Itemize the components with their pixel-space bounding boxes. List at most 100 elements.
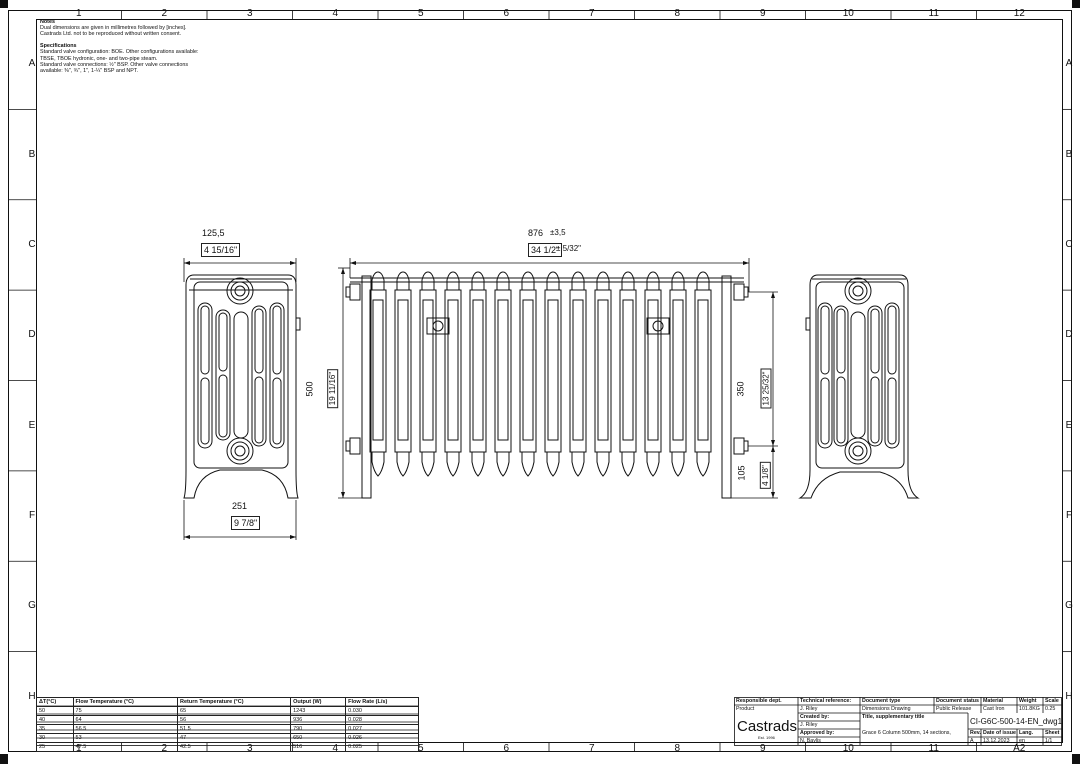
table-cell: 35 bbox=[36, 724, 74, 734]
ruler-column-label: 7 bbox=[588, 743, 595, 754]
tb-label: Technical reference: bbox=[800, 698, 852, 704]
notes-line: Dual dimensions are given in millimetres… bbox=[40, 25, 187, 32]
ruler-column-label: 6 bbox=[503, 743, 510, 754]
table-cell: 47.5 bbox=[72, 742, 179, 752]
dim-height: 500 bbox=[304, 381, 315, 397]
dim-height-in: 19 11/16" bbox=[327, 368, 339, 409]
radiator-section bbox=[546, 271, 560, 477]
table-header: ΔT(°C) bbox=[36, 697, 74, 707]
ruler-column-label: 12 bbox=[1013, 8, 1025, 19]
table-cell: 50 bbox=[36, 706, 74, 716]
table-header: Flow Rate (L/s) bbox=[345, 697, 419, 707]
tb-label: Rev. bbox=[970, 730, 981, 736]
notes-title: Notes bbox=[40, 19, 55, 25]
dim-width-tol: ±3,5 bbox=[550, 228, 566, 237]
front-view bbox=[345, 271, 749, 499]
table-cell: 1243 bbox=[290, 706, 347, 716]
notes-line: Castrads Ltd. not to be reproduced witho… bbox=[40, 31, 182, 38]
tb-label: Date of issue bbox=[983, 730, 1016, 736]
tb-label: Sheet bbox=[1045, 730, 1060, 736]
ruler-row-label: F bbox=[1065, 510, 1073, 522]
dim-depth-feet-in: 9 7/8" bbox=[231, 516, 261, 530]
ruler-row-label: D bbox=[28, 329, 36, 341]
radiator-column bbox=[519, 289, 537, 453]
table-cell: 650 bbox=[290, 733, 347, 743]
dimension-lines bbox=[183, 258, 778, 540]
tb-label: Responsible dept. bbox=[736, 698, 782, 704]
ruler-column-label: 7 bbox=[588, 8, 595, 19]
table-header: Output (W) bbox=[290, 697, 347, 707]
ruler-column-label: 11 bbox=[928, 743, 939, 754]
side-view-left bbox=[183, 274, 301, 499]
tb-value: Product bbox=[736, 706, 755, 712]
ruler-column-label: 1 bbox=[75, 8, 82, 19]
tb-label: Created by: bbox=[800, 714, 830, 720]
spec-title: Specifications bbox=[40, 43, 77, 50]
radiator-section bbox=[571, 271, 585, 477]
table-cell: 75 bbox=[72, 706, 179, 716]
ruler-row-label: H bbox=[1065, 690, 1073, 702]
tb-value: N. Baylis bbox=[800, 738, 821, 744]
ruler-row-label: A bbox=[28, 58, 36, 70]
spec-line: available: ⅜", ¾", 1", 1-¼" BSP and NPT. bbox=[40, 67, 139, 74]
table-header: Flow Temperature (°C) bbox=[72, 697, 179, 707]
tb-value: Cast Iron bbox=[983, 706, 1005, 712]
ruler-column-label: 5 bbox=[417, 743, 424, 754]
castrads-logo: Castrads bbox=[737, 718, 798, 735]
radiator-section bbox=[521, 271, 535, 477]
table-cell: 0.025 bbox=[345, 742, 419, 752]
side-view-right bbox=[798, 274, 920, 499]
radiator-section bbox=[471, 271, 485, 477]
radiator-column bbox=[394, 289, 412, 453]
ruler-row-label: B bbox=[1065, 148, 1073, 160]
table-cell: 0.027 bbox=[345, 724, 419, 734]
ruler-column-label: 5 bbox=[417, 8, 424, 19]
ruler-column-label: A2 bbox=[1013, 743, 1026, 754]
ruler-row-label: C bbox=[28, 238, 36, 250]
drawing-number: CI-G6C-500-14-EN_dwg1 bbox=[970, 717, 1063, 726]
tb-label: Approved by: bbox=[800, 730, 835, 736]
ruler-column-label: 6 bbox=[503, 8, 510, 19]
dim-depth-top-in: 4 15/16" bbox=[201, 243, 241, 257]
radiator-column bbox=[644, 289, 662, 453]
spec-line: TBSE, TBOE hydronic, one- and two-pipe s… bbox=[40, 55, 158, 62]
ruler-column-label: 3 bbox=[246, 8, 253, 19]
logo-est: Est. 1996 bbox=[758, 735, 775, 740]
radiator-column bbox=[419, 289, 437, 453]
ruler-column-label: 9 bbox=[759, 743, 766, 754]
ruler-row-label: D bbox=[1065, 329, 1073, 341]
radiator-section bbox=[696, 271, 710, 477]
tb-title: Grace 6 Column 500mm, 14 sections, bbox=[862, 730, 951, 736]
tb-label: Weight bbox=[1019, 698, 1037, 704]
table-cell: 25 bbox=[36, 742, 74, 752]
table-cell: 64 bbox=[72, 715, 179, 725]
ruler-row-label: E bbox=[1065, 419, 1073, 431]
radiator-column bbox=[469, 289, 487, 453]
table-cell: 53 bbox=[72, 733, 179, 743]
tb-label: Lang. bbox=[1019, 730, 1034, 736]
table-cell: 516 bbox=[290, 742, 347, 752]
radiator-section bbox=[396, 271, 410, 477]
tb-value: Dimensions Drawing bbox=[862, 706, 911, 712]
dim-foot: 105 bbox=[736, 465, 747, 481]
ruler-column-label: 4 bbox=[332, 8, 339, 19]
radiator-section bbox=[671, 271, 685, 477]
table-cell: 30 bbox=[36, 733, 74, 743]
radiator-section bbox=[646, 271, 660, 477]
radiator-column bbox=[444, 289, 462, 453]
tb-value: A bbox=[970, 738, 974, 744]
dim-centres: 350 bbox=[735, 381, 746, 397]
tb-value: 13.12.2023 bbox=[983, 738, 1010, 744]
table-cell: 40 bbox=[36, 715, 74, 725]
ruler-row-label: G bbox=[28, 600, 36, 612]
tb-value: 1/1 bbox=[1045, 738, 1053, 744]
ruler-row-label: F bbox=[28, 510, 36, 522]
table-cell: 56.5 bbox=[72, 724, 179, 734]
ruler-column-label: 2 bbox=[161, 8, 168, 19]
dim-width: 876 bbox=[528, 228, 544, 238]
ruler-row-label: A bbox=[1065, 58, 1073, 70]
table-cell: 790 bbox=[290, 724, 347, 734]
